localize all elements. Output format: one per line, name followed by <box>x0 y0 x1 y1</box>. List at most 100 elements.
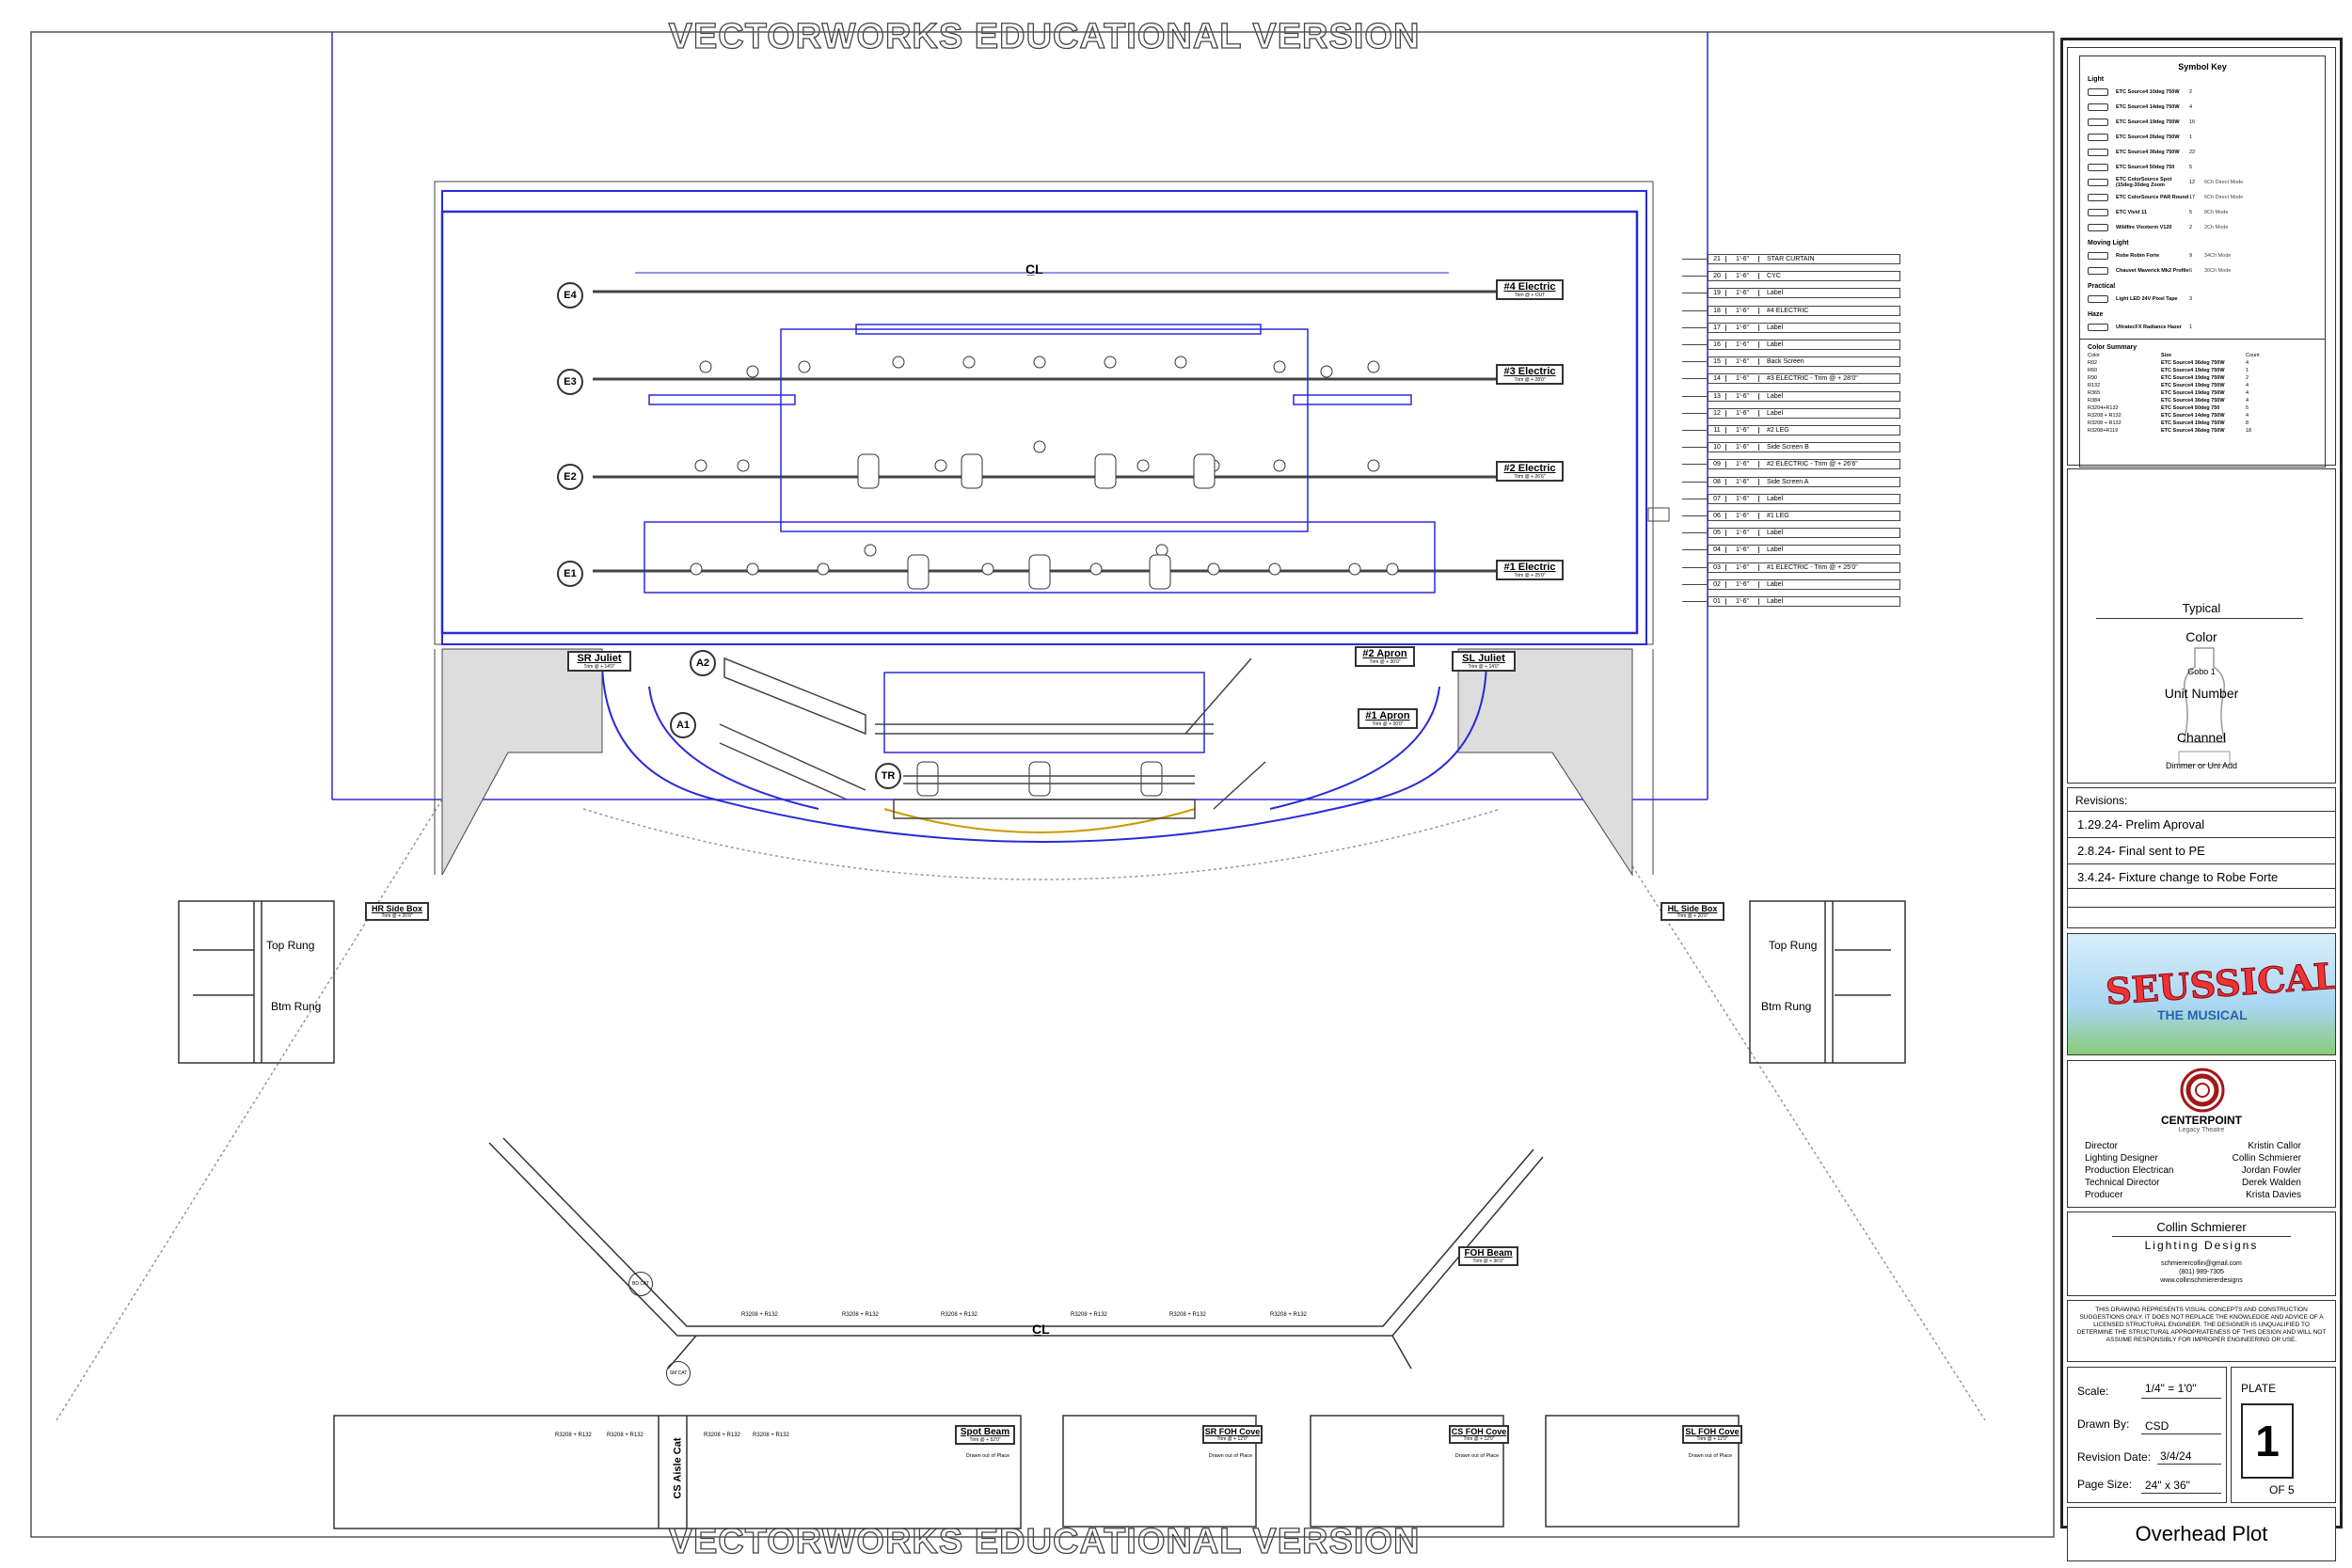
lineset-arrow-icon <box>1682 412 1707 414</box>
sheet-border <box>30 31 2055 1538</box>
fixture-mode: 6Ch Direct Mode <box>2204 195 2244 200</box>
designer-rule <box>2112 1236 2291 1237</box>
color-summary-cell: 18 <box>2246 428 2252 434</box>
apron-curves <box>601 657 1487 843</box>
lineset-cell: 1'-6" <box>1726 580 1759 588</box>
plate-number: 1 <box>2241 1403 2294 1479</box>
lineset-arrow-icon <box>1682 326 1707 328</box>
apron2-label: #2 Apron Trim @ + 30'0" <box>1355 646 1415 667</box>
lineset-arrow-icon <box>1682 464 1707 466</box>
fixture-name: ETC Source4 36deg 750W <box>2116 150 2180 155</box>
fixture-count: 3 <box>2189 296 2193 302</box>
plate-panel: PLATE 1 OF 5 <box>2231 1367 2336 1503</box>
centerline-foh: C̲L <box>1032 1322 1050 1337</box>
sl-cove-drawn-out: Drawn out of Place <box>1688 1453 1733 1459</box>
fixture-count: 16 <box>2189 119 2196 125</box>
lineset-cell: 18 <box>1708 307 1726 314</box>
crew-role: Production Electrican <box>2085 1165 2174 1176</box>
lineset-cell: 01 <box>1708 598 1726 605</box>
fixture-count: 4 <box>2189 104 2193 110</box>
lineset-cell: Label <box>1767 495 1784 502</box>
hr-side-box-label: HR Side Box Trim @ + 20'0" <box>365 902 429 921</box>
theatre-tag: Legacy Theatre <box>2178 1127 2225 1133</box>
spot-color-code-2: R3208 + R132 <box>607 1433 644 1438</box>
lineset-cell: 1'-6" <box>1726 495 1759 502</box>
fixture-name: Chauvet Maverick Mk2 Profile <box>2116 268 2189 274</box>
hr-top-rung: Top Rung <box>266 939 315 952</box>
symbol-key-section-title: Light <box>2088 76 2105 83</box>
designer-name: Collin Schmierer <box>2156 1220 2247 1234</box>
crew-role: Director <box>2085 1141 2119 1151</box>
pipe-diagonals <box>719 657 1266 810</box>
revisions-title: Revisions: <box>2075 794 2128 807</box>
centerpoint-logo <box>2180 1068 2225 1113</box>
lineset-cell: Label <box>1767 598 1784 605</box>
crew-role: Producer <box>2085 1190 2123 1200</box>
fixture-icon <box>2088 252 2108 260</box>
lineset-cell: 21 <box>1708 256 1726 262</box>
lineset-arrow-icon <box>1682 481 1707 483</box>
crew-person: Krista Davies <box>2246 1190 2301 1200</box>
lineset-cell: 16 <box>1708 341 1726 348</box>
crew-person: Derek Walden <box>2242 1178 2301 1188</box>
foh-color-code-6: R3208 + R132 <box>1270 1312 1307 1318</box>
color-summary-cell: R3208+R119 <box>2088 428 2119 434</box>
show-subtitle-art: THE MUSICAL <box>2157 1007 2248 1022</box>
color-summary-row: R3208+R119 ETC Source4 36deg 750W 18 <box>2080 428 2325 436</box>
sr-juliet-label: SR Juliet Trim @ + 14'0" <box>567 651 631 672</box>
color-summary-cell: ETC Source4 36deg 750W <box>2161 360 2225 366</box>
revision-row: 1.29.24- Prelim Aproval <box>2068 811 2335 837</box>
color-summary-cell: ETC Source4 36deg 750W <box>2161 428 2225 434</box>
lineset-cell: 05 <box>1708 530 1726 537</box>
lineset-arrow-icon <box>1682 583 1707 585</box>
drawn-label: Drawn By: <box>2077 1418 2130 1431</box>
lineset-cell: Label <box>1767 341 1784 348</box>
lineset-cell: 1'-6" <box>1726 324 1759 331</box>
lineset-cell: 12 <box>1708 409 1726 417</box>
electric2-label: #2 Electric Trim @ + 26'6" <box>1496 461 1564 482</box>
cs-foh-cove-label: CS FOH Cove Trim @ + 12'0" <box>1449 1425 1509 1444</box>
fixture-count: 9 <box>2189 253 2193 259</box>
symbol-key-row: ETC Source4 14deg 750W 4 <box>2080 100 2325 115</box>
color-summary-cell: 4 <box>2246 398 2249 404</box>
lineset-cell: 1'-6" <box>1726 341 1759 348</box>
lineset-cell: 13 <box>1708 392 1726 400</box>
lineset-cell: #3 ELECTRIC - Trim @ + 28'0" <box>1767 375 1858 383</box>
size-label: Page Size: <box>2077 1478 2133 1491</box>
fixture-mode: 30Ch Mode <box>2204 268 2232 274</box>
date-rule <box>2157 1464 2221 1465</box>
date-label: Revision Date: <box>2077 1450 2152 1464</box>
scale-label: Scale: <box>2077 1385 2109 1398</box>
fixture-name: ETC Vivid 11 <box>2116 210 2147 215</box>
fixture-count: 1 <box>2189 135 2193 140</box>
lineset-cell: 06 <box>1708 513 1726 519</box>
color-summary-cell: R384 <box>2088 398 2101 404</box>
stage-walls <box>434 181 1654 875</box>
electric1-label: #1 Electric Trim @ + 25'0" <box>1496 560 1564 580</box>
fixture-name: ETC Source4 14deg 750W <box>2116 104 2180 110</box>
crew-row: Producer Krista Davies <box>2085 1190 2301 1202</box>
color-summary-header-cell: Color <box>2088 353 2101 358</box>
foh-beam-label: FOH Beam Trim @ + 36'0" <box>1458 1246 1518 1266</box>
lineset-cell: 1'-6" <box>1726 427 1759 434</box>
crew-person: Kristin Callor <box>2248 1141 2301 1151</box>
watermark-top: VECTORWORKS EDUCATIONAL VERSION <box>668 16 1421 56</box>
revision-row: 3.4.24- Fixture change to Robe Forte <box>2068 863 2335 890</box>
fixture-icon <box>2088 267 2108 275</box>
house-seating-lines <box>56 799 1986 1421</box>
revision-row <box>2068 888 2335 914</box>
fixture-count: 2 <box>2189 225 2193 230</box>
spot-color-code-4: R3208 + R132 <box>753 1433 789 1438</box>
